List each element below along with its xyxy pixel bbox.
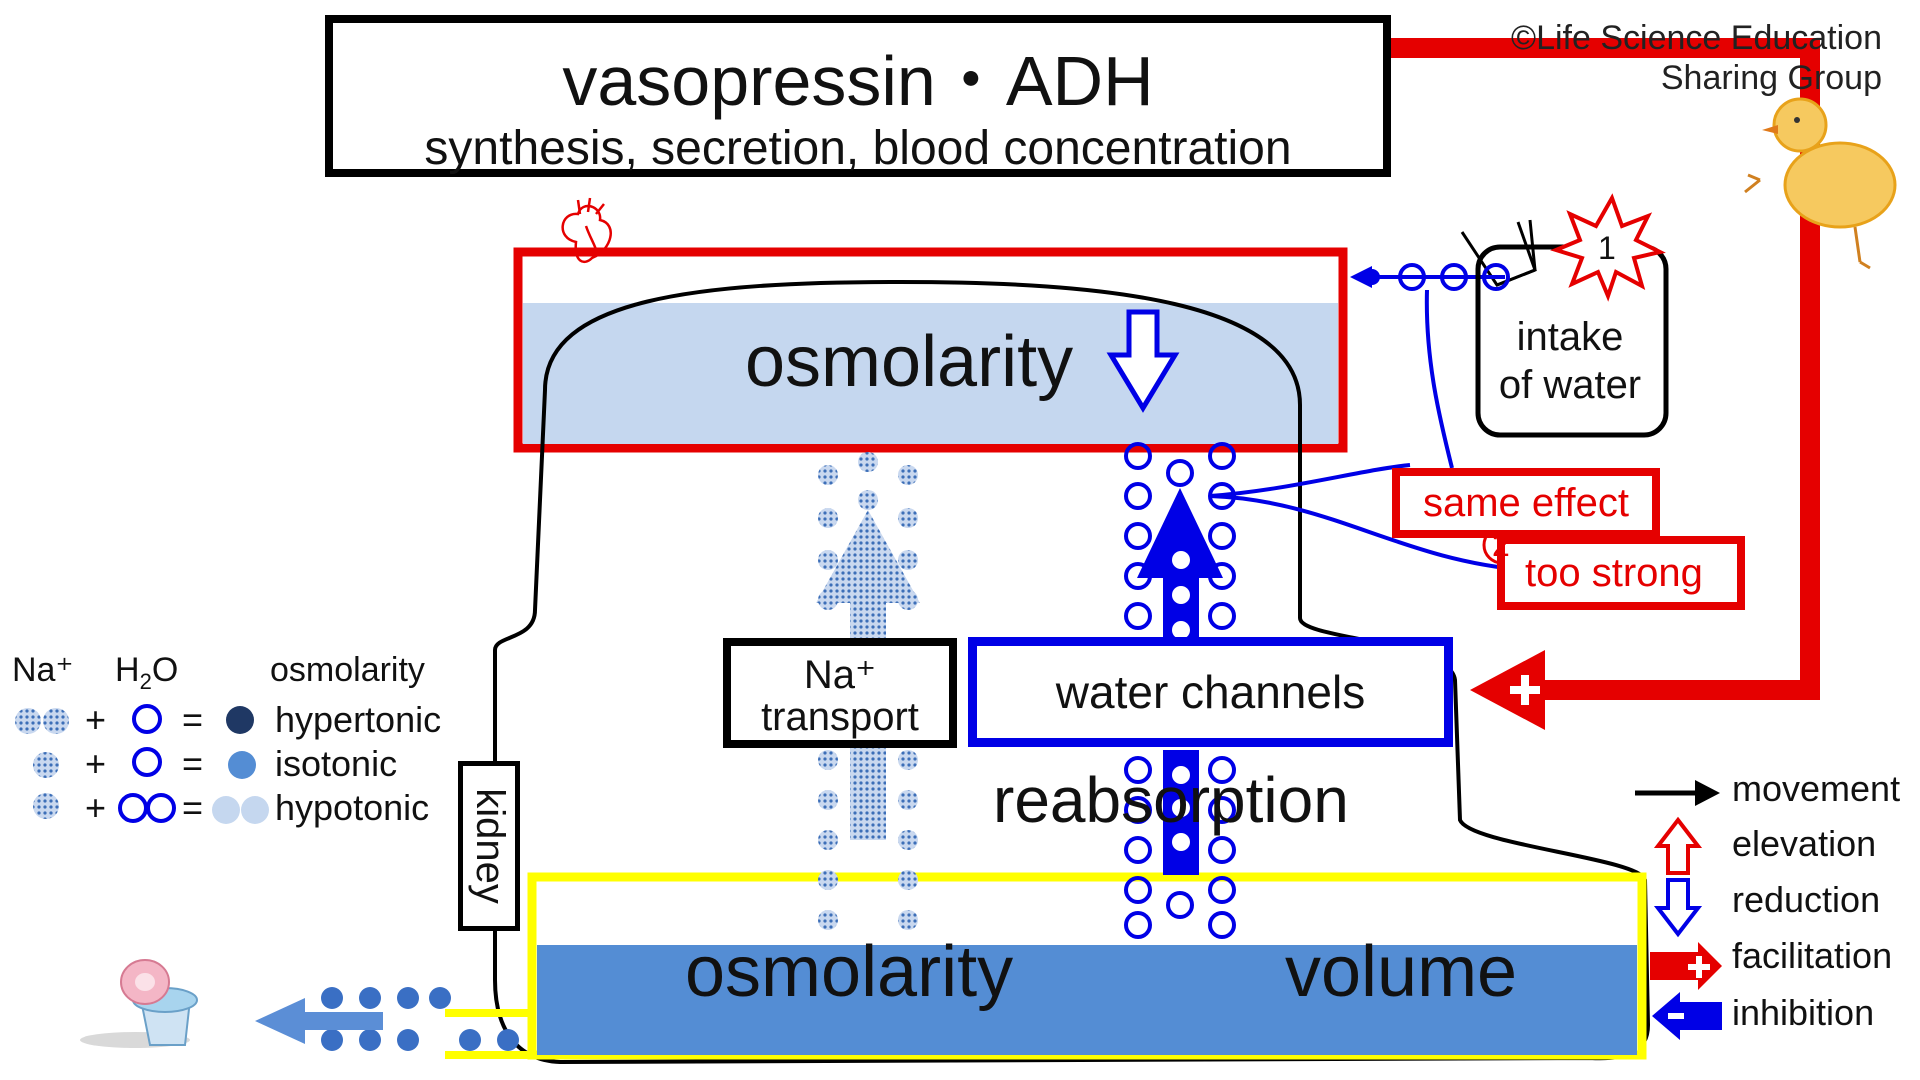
blood-fill	[523, 303, 1338, 444]
legend-h2o-o: O	[151, 651, 179, 689]
kidney-label-box	[458, 761, 520, 931]
legend-glyphs	[15, 704, 269, 824]
legend-osm-header: osmolarity	[270, 651, 425, 689]
same-effect-box: same effect	[1392, 468, 1660, 538]
reduction-arrow-icon	[1653, 878, 1703, 938]
starburst-1-icon	[1550, 193, 1666, 302]
outflow-arrow-icon	[255, 998, 383, 1044]
reabsorption-label: reabsorption	[993, 764, 1349, 836]
na-transport-box: Na⁺ transport	[723, 638, 957, 748]
kidney-label: kidney	[468, 788, 512, 904]
key-inhibition: inhibition	[1732, 992, 1875, 1033]
key-reduction: reduction	[1732, 879, 1881, 920]
legend-h2o-h: H	[115, 651, 140, 689]
copyright: ©Life Science Education Sharing Group	[1511, 18, 1882, 98]
heart-icon	[561, 197, 612, 263]
legend-eq-2: =	[182, 743, 204, 784]
na-transport-line2: transport	[761, 695, 919, 739]
chick-icon	[1744, 97, 1897, 270]
intake-arrow	[1350, 263, 1510, 291]
urine-fill	[537, 945, 1637, 1055]
effect-connector-lines	[1209, 289, 1526, 572]
water-channels-box: water channels	[968, 637, 1453, 747]
blood-reduction-arrow-icon	[1106, 309, 1180, 413]
intake-line1: intake	[1516, 315, 1624, 359]
water-particles	[1124, 442, 1236, 939]
key-facilitation: facilitation	[1732, 935, 1893, 976]
intake-label: intake of water	[1480, 313, 1660, 409]
legend-plus-3: +	[85, 787, 107, 828]
adh-facilitation-arrow-icon	[1470, 650, 1545, 730]
too-strong-box: too strong	[1497, 536, 1745, 610]
blood-osmolarity-label: osmolarity	[745, 322, 1074, 402]
legend-plus-2: +	[85, 743, 107, 784]
urine-outflow-dots	[321, 987, 519, 1051]
water-reabsorption-arrow	[1137, 488, 1223, 875]
legend-eq-3: =	[182, 787, 204, 828]
legend-label-isotonic: isotonic	[275, 743, 398, 784]
intake-number: 1	[1598, 230, 1616, 266]
facilitation-arrow-icon	[1650, 942, 1722, 990]
effect-number: 2	[1492, 527, 1510, 563]
elevation-arrow-icon	[1653, 816, 1703, 875]
toilet-icon	[80, 959, 198, 1048]
urine-volume-label: volume	[1285, 932, 1518, 1012]
legend-label-hypertonic: hypertonic	[275, 699, 442, 740]
intake-line2: of water	[1498, 363, 1642, 407]
title-box: vasopressin・ADH synthesis, secretion, bl…	[325, 15, 1391, 177]
key-elevation: elevation	[1732, 823, 1877, 864]
legend-h2o-sub: 2	[139, 668, 152, 694]
movement-arrow-icon	[1635, 780, 1720, 806]
legend-eq-1: =	[182, 699, 204, 740]
key-movement: movement	[1732, 768, 1901, 809]
legend-label-hypotonic: hypotonic	[275, 787, 430, 828]
legend-na-header: Na⁺	[12, 651, 74, 689]
legend-h2o-header: H2O	[115, 650, 178, 702]
urine-osmolarity-label: osmolarity	[685, 932, 1014, 1012]
title-main: vasopressin・ADH	[562, 42, 1154, 120]
adh-feedback-line	[1391, 38, 1820, 700]
urine-outflow-tube	[445, 1009, 536, 1059]
legend-plus-1: +	[85, 699, 107, 740]
na-transport-line1: Na⁺	[803, 653, 877, 697]
title-sub: synthesis, secretion, blood concentratio…	[424, 122, 1292, 175]
copyright-line1: ©Life Science Education	[1511, 19, 1882, 57]
na-particles	[818, 452, 918, 930]
inhibition-arrow-icon	[1652, 992, 1722, 1040]
copyright-line2: Sharing Group	[1660, 59, 1882, 97]
